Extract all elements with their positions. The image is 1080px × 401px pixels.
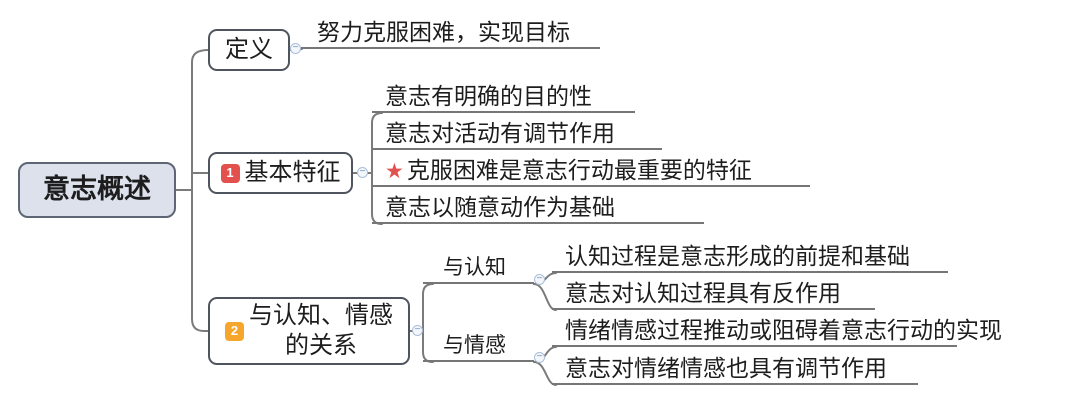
feature-topic-3[interactable]: ★ 克服困难是意志行动最重要的特征 (372, 153, 810, 187)
collapse-toggle-features[interactable]: − (357, 167, 368, 178)
emotion-subtopic[interactable]: 与情感 (423, 328, 534, 362)
collapse-toggle-cognition[interactable]: − (534, 274, 545, 285)
definition-node-label: 定义 (225, 36, 273, 64)
cognition-leaf-2[interactable]: 意志对认知过程具有反作用 (552, 276, 875, 310)
cognition-leaf-2-label: 意志对认知过程具有反作用 (565, 279, 841, 306)
emotion-leaf-2[interactable]: 意志对情绪情感也具有调节作用 (552, 351, 918, 385)
feature-topic-4-label: 意志以随意动作为基础 (385, 193, 615, 220)
priority-2-badge: 2 (225, 321, 244, 341)
definition-leaf-label: 努力克服困难，实现目标 (317, 18, 570, 45)
cognition-subtopic-label: 与认知 (443, 255, 506, 279)
collapse-toggle-emotion[interactable]: − (534, 352, 545, 363)
relations-node-label: 与认知、情感 的关系 (249, 301, 393, 361)
cognition-leaf-1[interactable]: 认知过程是意志形成的前提和基础 (552, 239, 948, 273)
feature-topic-2[interactable]: 意志对活动有调节作用 (372, 116, 662, 150)
definition-leaf-topic[interactable]: 努力克服困难，实现目标 (301, 13, 600, 49)
cognition-subtopic[interactable]: 与认知 (423, 250, 534, 284)
relations-node-label-line1: 与认知、情感 (249, 302, 393, 329)
feature-topic-4[interactable]: 意志以随意动作为基础 (372, 190, 704, 224)
priority-1-badge: 1 (220, 163, 240, 183)
root-node-will-overview[interactable]: 意志概述 (18, 162, 176, 218)
root-node-label: 意志概述 (43, 174, 151, 205)
emotion-leaf-1[interactable]: 情绪情感过程推动或阻碍着意志行动的实现 (552, 313, 1002, 347)
feature-topic-3-label: 克服困难是意志行动最重要的特征 (406, 156, 752, 183)
cognition-leaf-1-label: 认知过程是意志形成的前提和基础 (565, 242, 910, 269)
emotion-leaf-1-label: 情绪情感过程推动或阻碍着意志行动的实现 (565, 316, 1002, 343)
feature-topic-2-label: 意志对活动有调节作用 (385, 119, 615, 146)
relations-node[interactable]: 2 与认知、情感 的关系 (208, 297, 410, 365)
definition-node[interactable]: 定义 (208, 29, 290, 71)
features-node-label: 基本特征 (244, 159, 341, 187)
emotion-leaf-2-label: 意志对情绪情感也具有调节作用 (565, 354, 887, 381)
relations-node-label-line2: 的关系 (285, 332, 357, 359)
features-node[interactable]: 1 基本特征 (208, 152, 353, 194)
collapse-toggle-relations[interactable]: − (412, 325, 423, 336)
connector-main-spine (191, 49, 209, 332)
feature-topic-1-label: 意志有明确的目的性 (385, 82, 592, 109)
emotion-subtopic-label: 与情感 (443, 333, 506, 357)
collapse-toggle-definition[interactable]: − (290, 43, 301, 54)
feature-topic-1[interactable]: 意志有明确的目的性 (372, 79, 635, 113)
star-icon: ★ (385, 160, 404, 183)
